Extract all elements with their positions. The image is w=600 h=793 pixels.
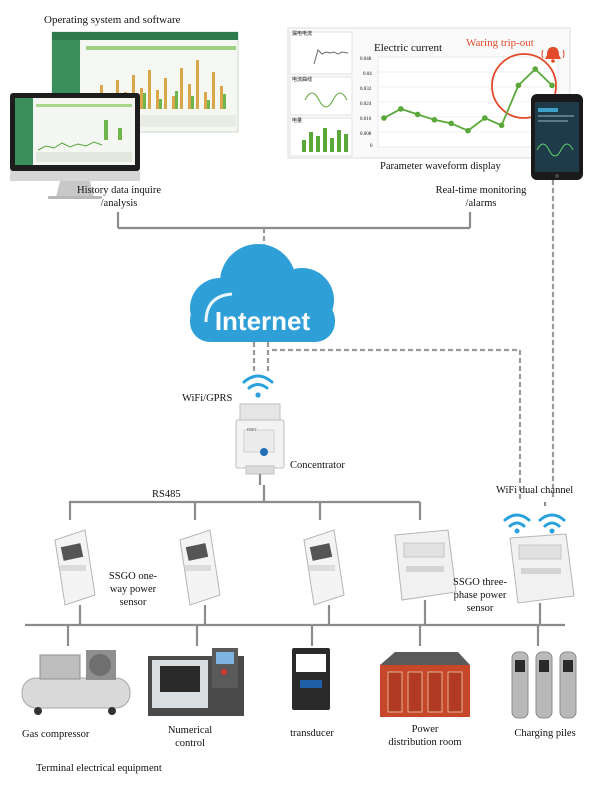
numerical-control-label-2: control <box>175 738 205 749</box>
current-point-2 <box>414 111 421 118</box>
y-tick-6: 0 <box>370 144 373 149</box>
three-phase-sensor-2 <box>509 533 575 604</box>
y-tick-2: 0.032 <box>360 87 372 92</box>
current-point-7 <box>498 122 505 129</box>
three-phase-label-2: phase power <box>453 590 507 601</box>
y-tick-3: 0.024 <box>360 102 372 107</box>
wifi-dual-label: WiFi dual channel <box>496 485 574 496</box>
power-room-label-1: Power <box>411 724 439 735</box>
top-connectors <box>116 212 472 230</box>
one-way-label-1: SSGO one- <box>108 571 158 582</box>
y-tick-1: 0.04 <box>363 72 372 77</box>
three-phase-label-3: sensor <box>466 603 494 614</box>
wifi-gprs-label: WiFi/GPRS <box>182 393 233 404</box>
charging-piles-label: Charging piles <box>514 728 576 739</box>
waveform-panel <box>287 27 571 159</box>
transducer <box>292 648 330 710</box>
three-phase-label-1: SSGO three- <box>453 577 507 588</box>
mini-panel-label-1: 漏电电流 <box>292 32 313 37</box>
gas-compressor <box>21 650 131 715</box>
wifi-dot-right <box>549 528 555 534</box>
concentrator-label: Concentrator <box>290 460 345 471</box>
one-way-sensor-1 <box>54 529 96 606</box>
realtime-caption-1: Real-time monitoring <box>435 185 527 196</box>
alarm-circle <box>491 53 557 119</box>
equipment-bus <box>25 600 565 646</box>
rs485-label: RS485 <box>152 489 181 500</box>
current-point-1 <box>398 106 404 112</box>
concentrator-device <box>235 403 285 485</box>
current-point-6 <box>482 115 488 121</box>
one-way-sensor-2 <box>179 529 221 606</box>
numerical-control-label-1: Numerical <box>167 725 213 736</box>
wifi-dual-icon <box>503 513 566 528</box>
current-point-4 <box>448 120 455 127</box>
footer-label: Terminal electrical equipment <box>36 763 162 774</box>
transducer-label: transducer <box>290 728 334 739</box>
concentrator-brand: FRET <box>247 427 257 432</box>
trip-label: Waring trip-out <box>466 37 534 49</box>
y-tick-4: 0.016 <box>360 117 372 122</box>
cloud-links <box>252 342 522 470</box>
current-point-10 <box>549 82 555 89</box>
power-room-label-2: distribution room <box>388 737 462 748</box>
rs485-bus <box>68 485 547 520</box>
history-caption-2: /analysis <box>100 198 138 209</box>
smartphone <box>531 94 583 180</box>
one-way-sensor-3 <box>303 529 345 606</box>
software-title: Operating system and software <box>44 14 181 26</box>
gas-compressor-label: Gas compressor <box>22 729 90 740</box>
power-distribution-room <box>380 652 470 717</box>
cloud-label: Internet <box>214 306 311 336</box>
wifi-dot-left <box>514 528 520 534</box>
charging-piles <box>511 651 577 719</box>
cnc-machine <box>148 648 244 716</box>
current-point-5 <box>465 127 471 134</box>
chart-title: Electric current <box>374 42 443 54</box>
chart-series <box>381 66 555 134</box>
mini-panel-label-2: 电流曲线 <box>292 78 313 83</box>
internet-cloud <box>190 244 335 342</box>
y-tick-0: 0.048 <box>360 57 372 62</box>
wifi-icon <box>242 374 274 398</box>
y-tick-5: 0.008 <box>360 132 372 137</box>
mini-panel-label-3: 电量 <box>292 119 303 124</box>
current-point-3 <box>431 117 438 123</box>
current-point-8 <box>515 82 522 89</box>
three-phase-sensor-1 <box>394 529 457 601</box>
monitor <box>10 93 140 199</box>
history-caption-1: History data inquire <box>77 185 161 196</box>
alarm-bell-icon <box>541 47 565 63</box>
waveform-caption: Parameter waveform display <box>380 161 501 172</box>
current-point-0 <box>381 115 387 121</box>
one-way-label-2: way power <box>109 584 157 595</box>
current-point-9 <box>532 66 538 72</box>
one-way-label-3: sensor <box>119 597 147 608</box>
realtime-caption-2: /alarms <box>465 198 497 209</box>
